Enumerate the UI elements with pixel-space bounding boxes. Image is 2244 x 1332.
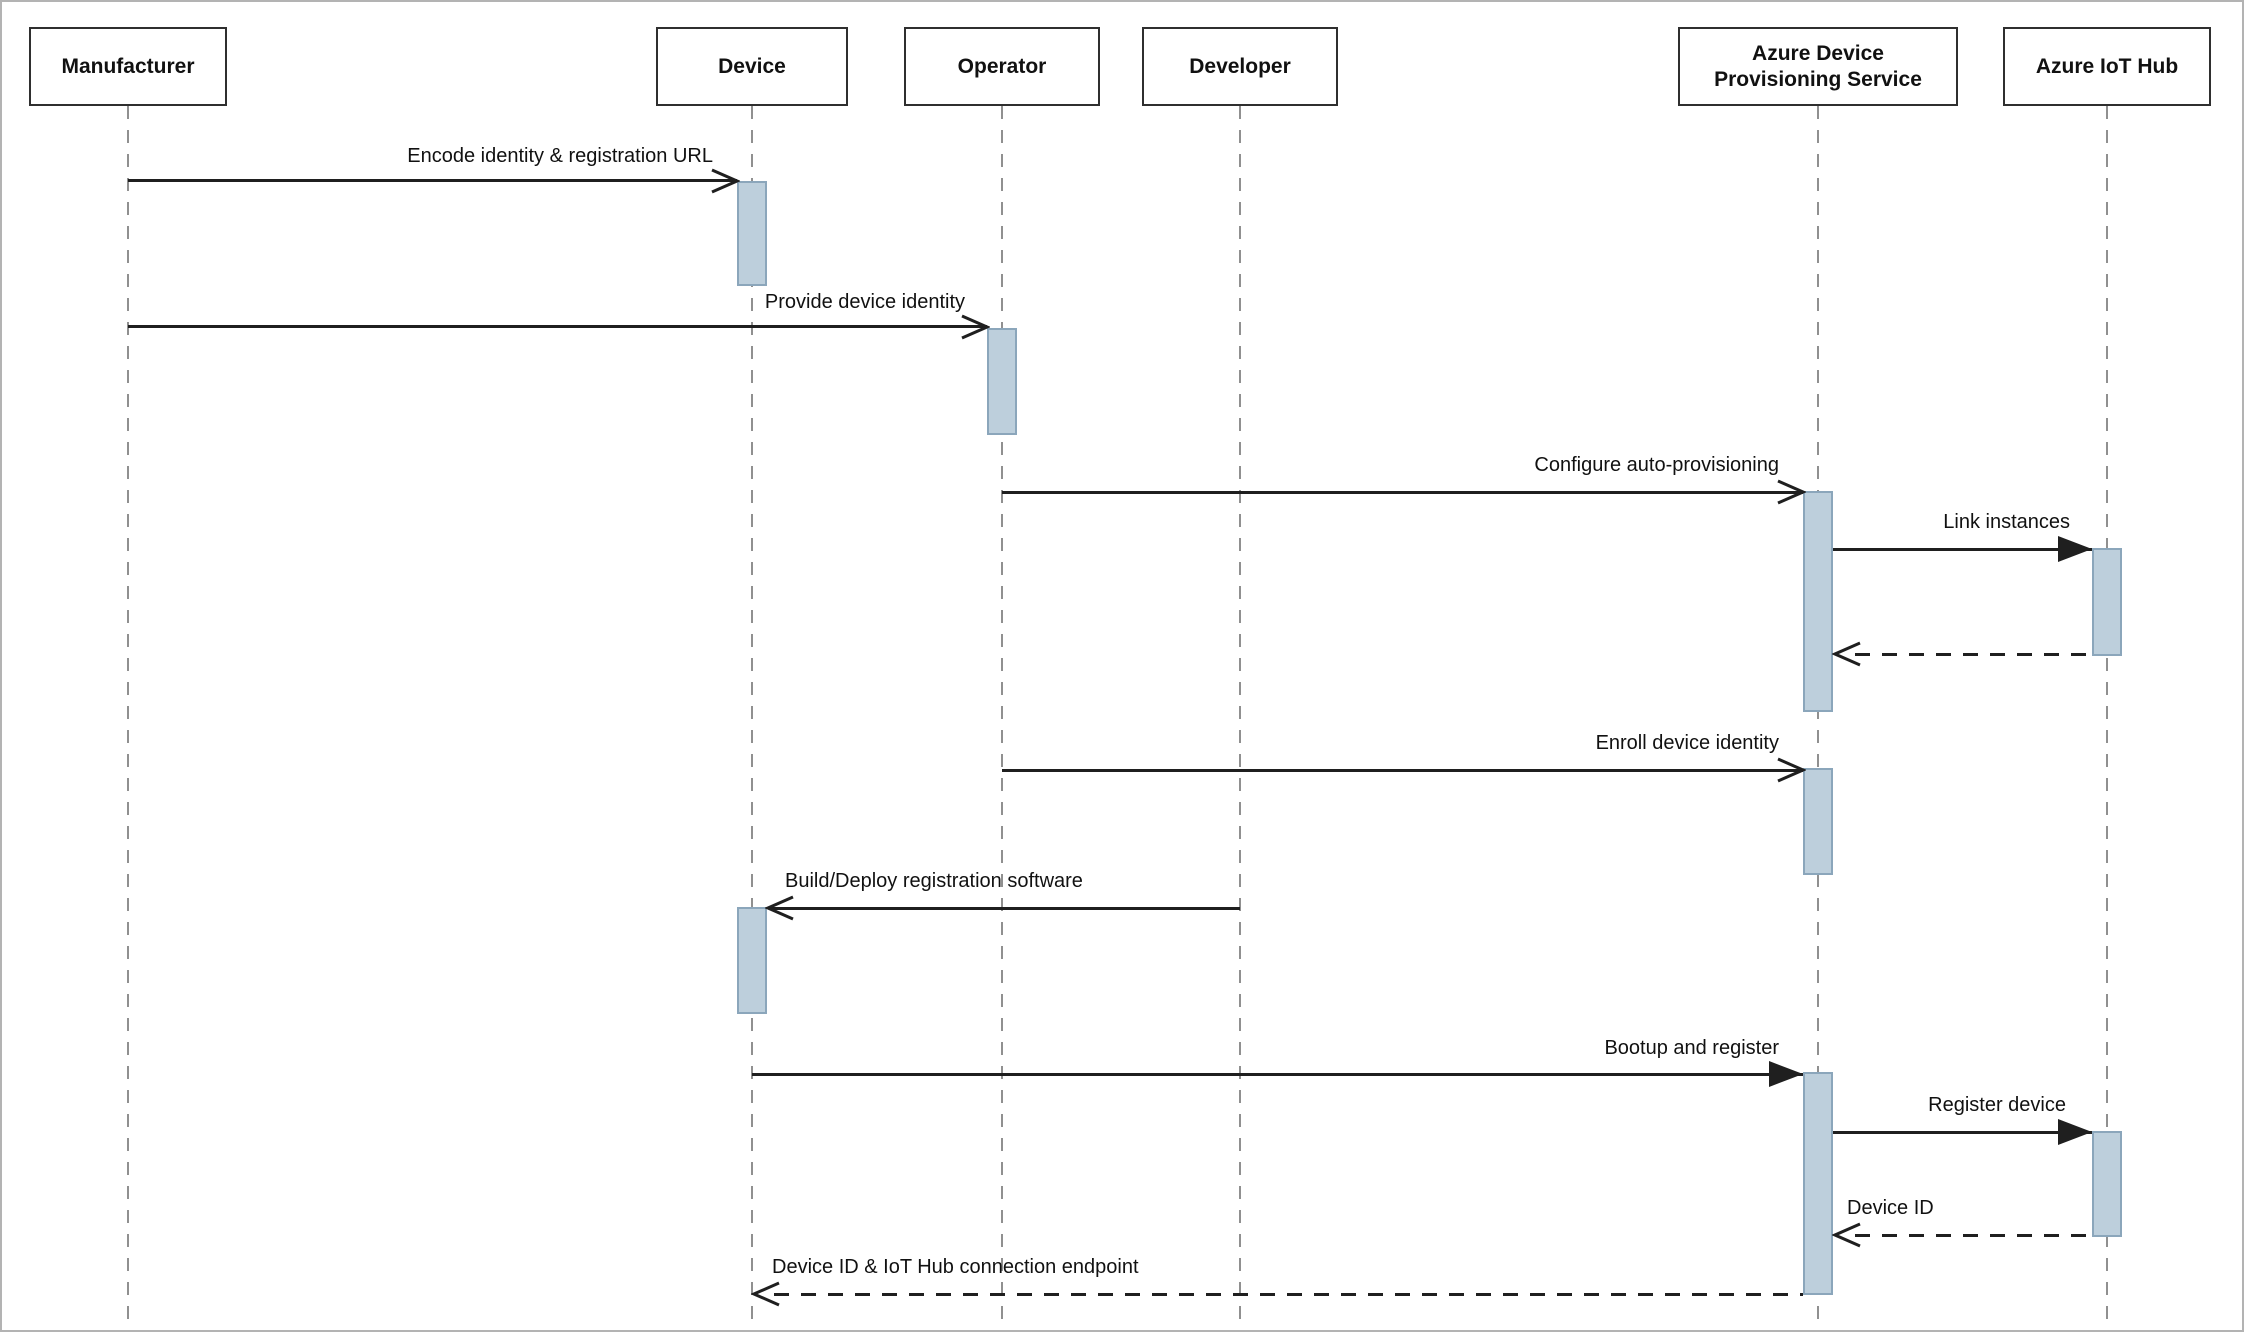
- activation-bar-iot-hub: [2092, 1131, 2122, 1237]
- lifeline-manufacturer: [127, 106, 129, 1324]
- message-line-dashed: [774, 1293, 1803, 1296]
- arrowhead-open-icon: [1832, 640, 1866, 668]
- arrowhead-filled-icon: [1769, 1061, 1803, 1089]
- actor-label: Operator: [957, 54, 1047, 78]
- arrowhead-open-icon: [958, 313, 992, 341]
- actor-label: Azure Device Provisioning Service: [1714, 41, 1922, 91]
- lifeline-device: [751, 106, 753, 1324]
- actor-box-manufacturer: Manufacturer: [29, 27, 227, 106]
- message-line-solid: [1833, 548, 2092, 551]
- actor-label: Developer: [1189, 54, 1291, 78]
- arrowhead-open-icon: [1774, 756, 1808, 784]
- actor-box-azure-iot-hub: Azure IoT Hub: [2003, 27, 2211, 106]
- activation-bar-operator: [987, 328, 1017, 435]
- message-label: Link instances: [1943, 511, 2070, 533]
- message-line-solid: [770, 907, 1240, 910]
- message-label: Configure auto-provisioning: [1534, 454, 1779, 476]
- message-label: Provide device identity: [764, 291, 965, 313]
- message-label: Enroll device identity: [1595, 732, 1779, 754]
- lifeline-azure-iot-hub: [2106, 106, 2108, 1324]
- activation-bar-iot-hub: [2092, 548, 2122, 656]
- lifeline-developer: [1239, 106, 1241, 1324]
- message-line-solid: [752, 1073, 1803, 1076]
- message-line-solid: [1833, 1131, 2092, 1134]
- message-line-dashed: [1855, 1234, 2092, 1237]
- activation-bar-adps: [1803, 491, 1833, 712]
- actor-box-developer: Developer: [1142, 27, 1338, 106]
- message-line-solid: [1002, 769, 1803, 772]
- message-line-solid: [1002, 491, 1803, 494]
- arrowhead-open-icon: [1774, 478, 1808, 506]
- activation-bar-device: [737, 181, 767, 286]
- arrowhead-open-icon: [708, 167, 742, 195]
- message-label: Register device: [1928, 1094, 2066, 1116]
- actor-box-device: Device: [656, 27, 848, 106]
- actor-box-operator: Operator: [904, 27, 1100, 106]
- arrowhead-open-icon: [1832, 1221, 1866, 1249]
- lifeline-azure-device-provisioning-service: [1817, 106, 1819, 1324]
- message-line-solid: [128, 179, 737, 182]
- message-line-dashed: [1855, 653, 2092, 656]
- arrowhead-open-icon: [765, 894, 799, 922]
- actor-label: Azure IoT Hub: [2035, 54, 2179, 78]
- activation-bar-adps: [1803, 768, 1833, 875]
- message-label: Device ID & IoT Hub connection endpoint: [772, 1256, 1139, 1278]
- message-label: Encode identity & registration URL: [407, 145, 713, 167]
- actor-box-azure-device-provisioning-service: Azure Device Provisioning Service: [1678, 27, 1958, 106]
- arrowhead-open-icon: [751, 1280, 785, 1308]
- actor-label: Device: [718, 54, 786, 78]
- message-label: Bootup and register: [1604, 1037, 1779, 1059]
- message-line-solid: [128, 325, 987, 328]
- activation-bar-device: [737, 907, 767, 1014]
- message-label: Device ID: [1847, 1197, 1934, 1219]
- message-label: Build/Deploy registration software: [785, 870, 1083, 892]
- arrowhead-filled-icon: [2058, 536, 2092, 564]
- arrowhead-filled-icon: [2058, 1119, 2092, 1147]
- lifeline-operator: [1001, 106, 1003, 1324]
- activation-bar-adps: [1803, 1072, 1833, 1295]
- actor-label: Manufacturer: [61, 54, 195, 78]
